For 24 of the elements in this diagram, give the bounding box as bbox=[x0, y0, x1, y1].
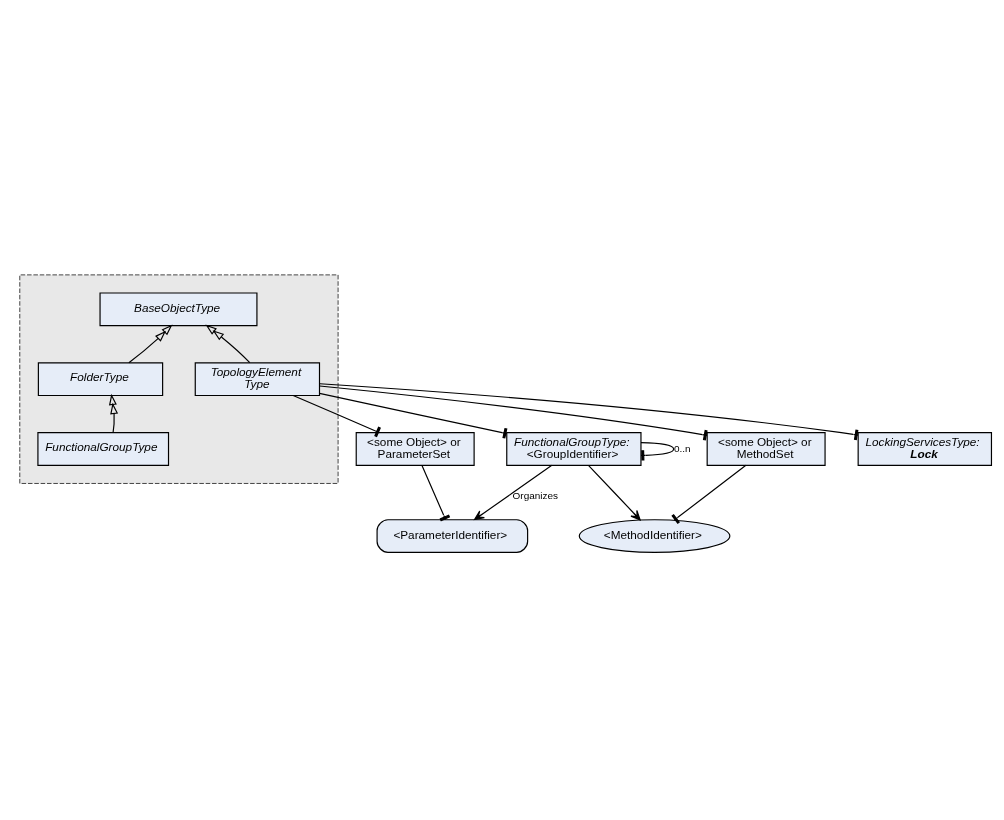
node-box: FunctionalGroupType: <GroupIdentifier> bbox=[506, 432, 642, 466]
arrow bbox=[128, 324, 173, 364]
connector bbox=[318, 392, 508, 439]
connector bbox=[319, 383, 859, 441]
cluster bbox=[19, 274, 339, 484]
edge-label: 0..n bbox=[673, 442, 691, 454]
arrow bbox=[474, 464, 553, 521]
node-box: LockingServicesType: Lock bbox=[857, 432, 993, 466]
node-box: FolderType bbox=[37, 362, 164, 397]
connector bbox=[292, 394, 381, 438]
arrow bbox=[588, 464, 641, 521]
edge-label: Organizes bbox=[512, 489, 559, 501]
node-ellipse: <MethodIdentifier> bbox=[578, 519, 731, 553]
node-box: FunctionalGroupType bbox=[37, 432, 170, 466]
node-box: BaseObjectType bbox=[99, 292, 258, 327]
node-box: <ParameterIdentifier> bbox=[376, 519, 529, 553]
connector bbox=[421, 464, 451, 522]
node-box: TopologyElement Type bbox=[194, 362, 321, 397]
connector bbox=[640, 442, 675, 461]
node-box: <some Object> or MethodSet bbox=[706, 432, 826, 466]
connector bbox=[319, 385, 708, 441]
arrow bbox=[108, 393, 119, 434]
connector bbox=[671, 464, 747, 524]
arrow bbox=[205, 324, 251, 364]
